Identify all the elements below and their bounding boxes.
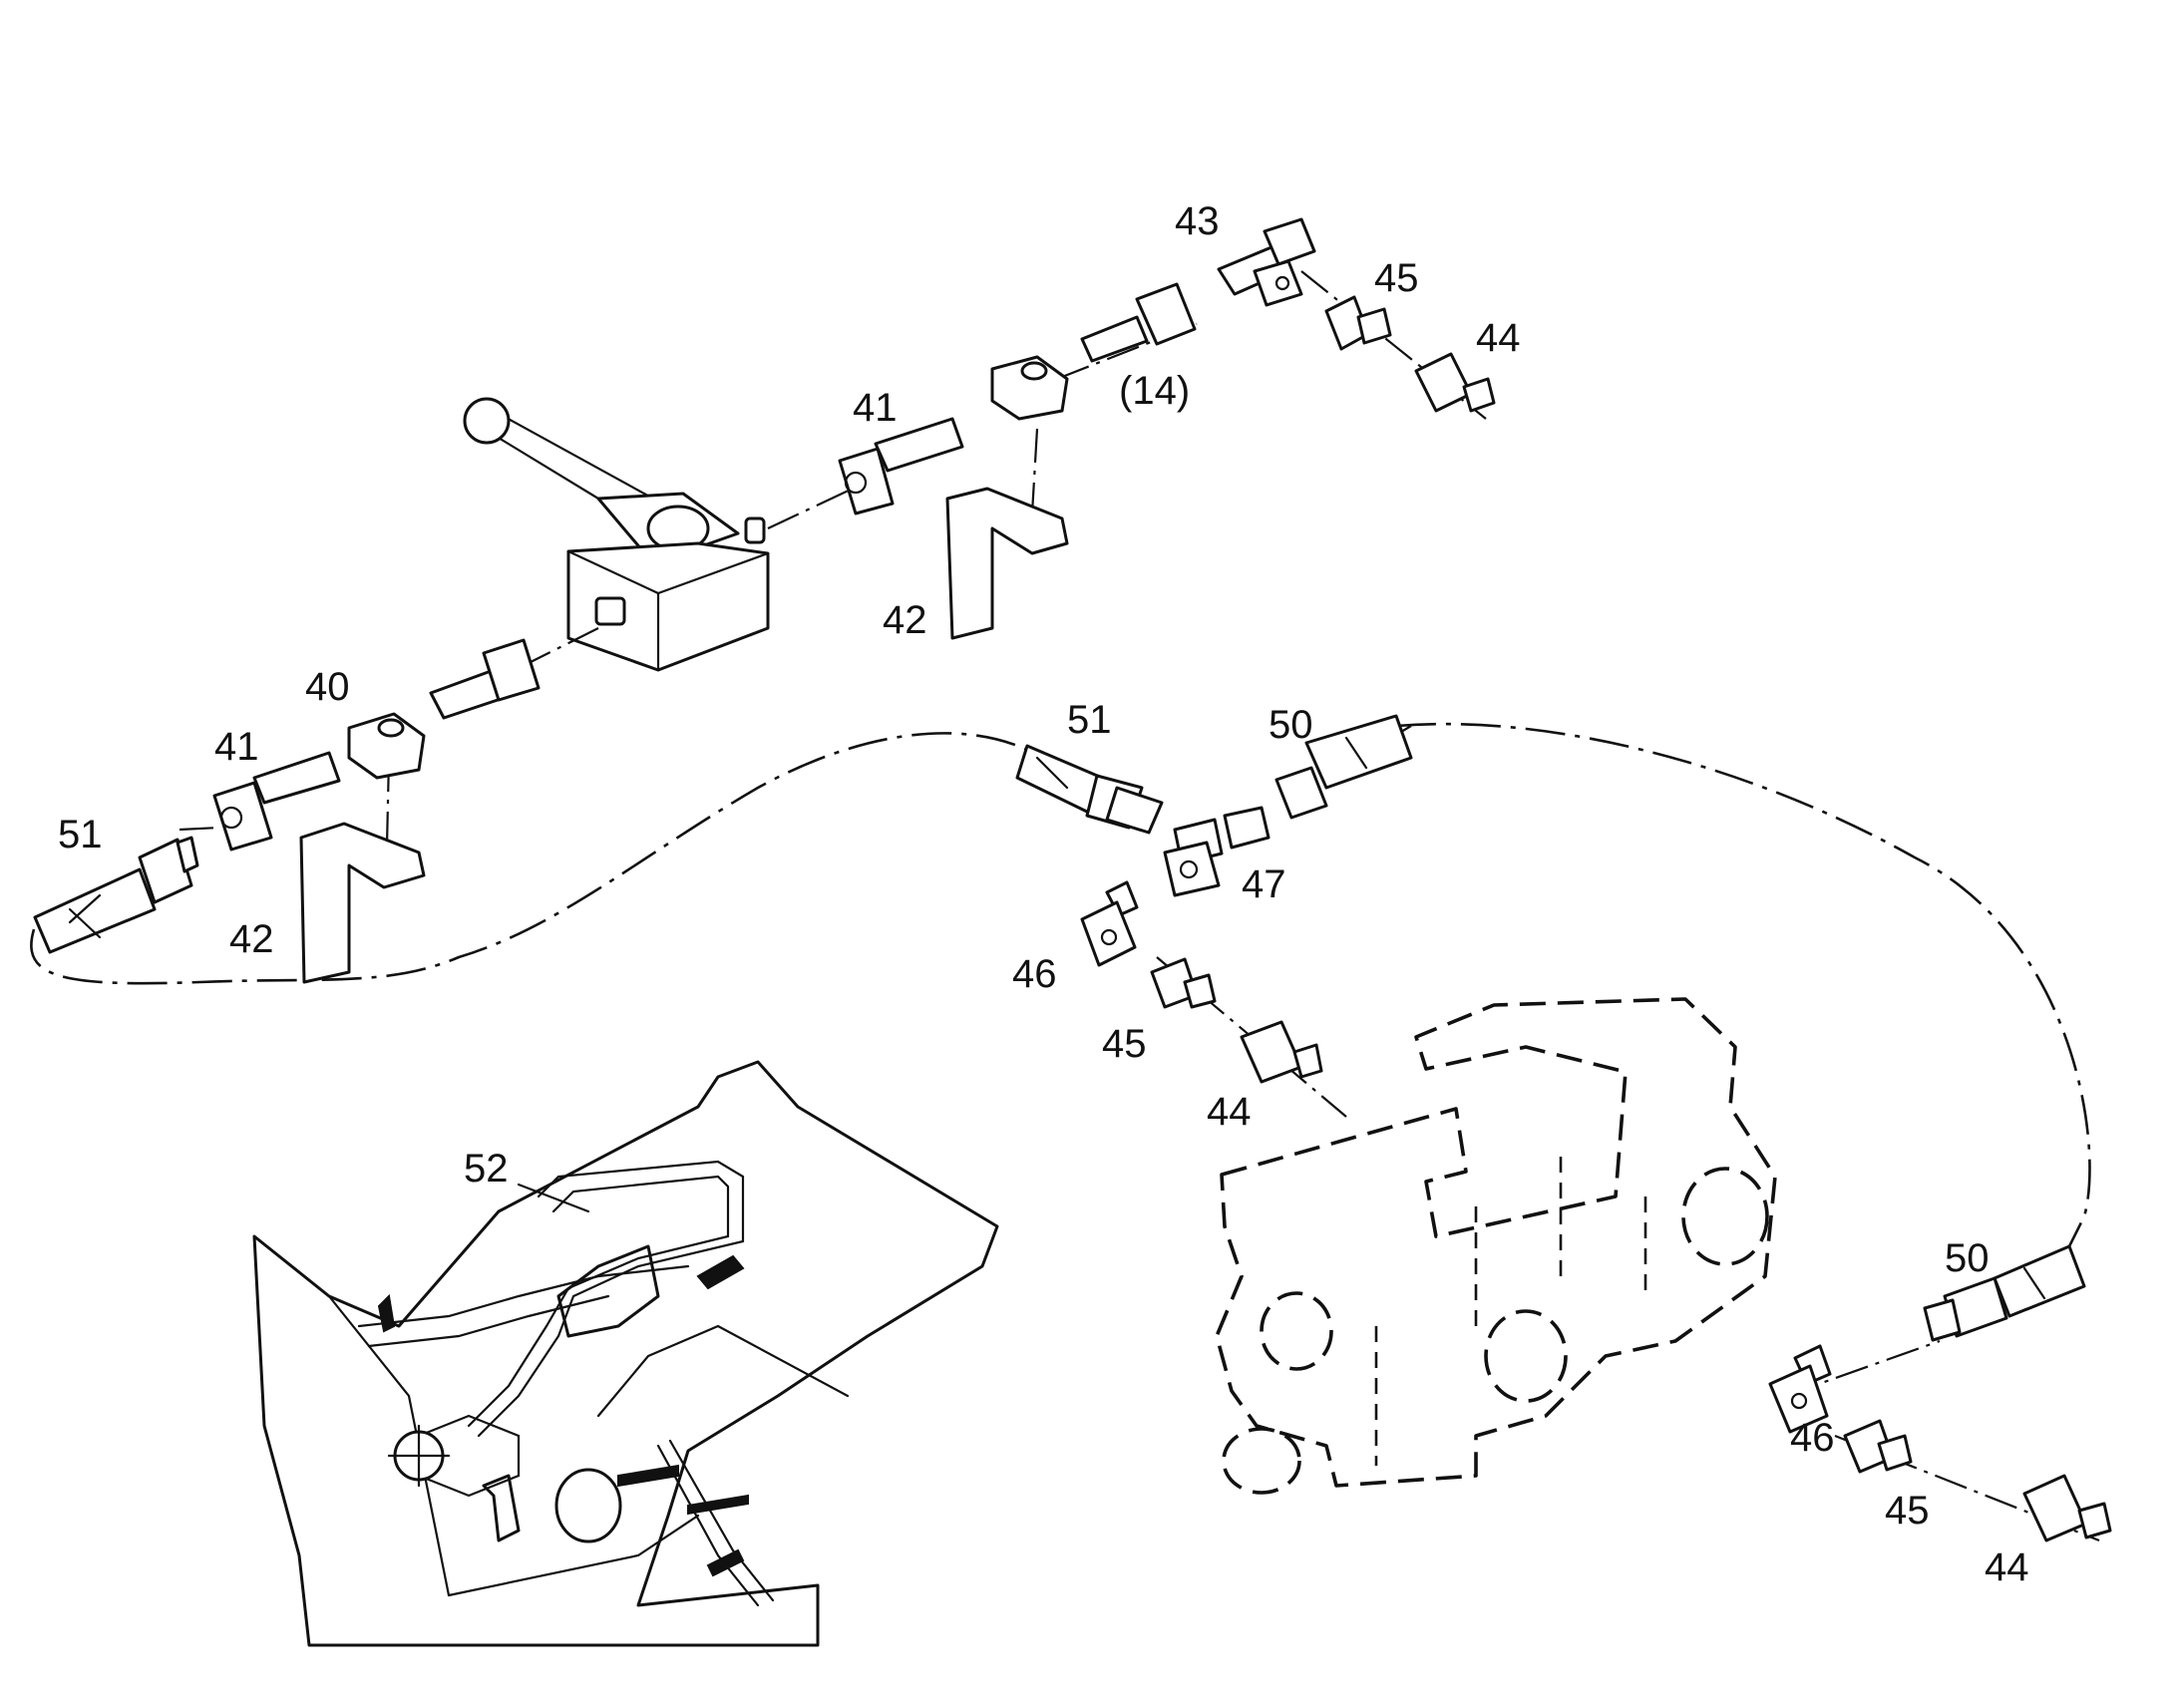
callout-left-51: 51 <box>58 813 103 856</box>
callout-left-41: 41 <box>214 725 259 769</box>
callout-mid-47: 47 <box>1242 862 1286 906</box>
fitting-45-middle <box>1150 957 1217 1009</box>
hydraulic-pump-phantom <box>1215 997 1777 1495</box>
fitting-44-upper <box>1414 352 1496 413</box>
fitting-45-upper <box>1324 295 1392 351</box>
callout-right-44: 44 <box>1985 1545 2029 1589</box>
fitting-47-elbow <box>1163 806 1271 897</box>
fitting-46-right <box>1768 1344 1832 1434</box>
callout-right-45: 45 <box>1885 1489 1930 1533</box>
hose-route-lines <box>30 722 2091 1247</box>
fitting-44-middle <box>1240 1020 1323 1084</box>
callout-top-right-43: 43 <box>1175 199 1220 243</box>
callout-top-14: (14) <box>1119 369 1190 413</box>
fitting-45-right <box>1843 1419 1913 1474</box>
callout-mid-46: 46 <box>1012 952 1057 996</box>
control-valve <box>463 397 770 672</box>
fitting-44-right <box>2022 1474 2112 1542</box>
hose-14 <box>1080 282 1197 363</box>
callout-top-42: 42 <box>883 598 927 642</box>
fitting-46-middle <box>1080 880 1139 967</box>
engine-inset <box>252 1060 999 1647</box>
callout-labels: 43 45 44 (14) 41 42 40 41 51 42 51 50 47… <box>58 199 2029 1589</box>
hose-41-upper <box>838 417 964 515</box>
hose-end-lower-valve <box>429 638 541 720</box>
callout-mid-45: 45 <box>1102 1022 1147 1066</box>
callout-top-right-45: 45 <box>1374 256 1419 300</box>
clamp-40-left <box>347 712 426 780</box>
hose-50-middle <box>1274 714 1413 820</box>
callout-mid-51: 51 <box>1067 698 1112 742</box>
hose-51-middle <box>1015 744 1164 835</box>
hose-50-right <box>1923 1244 2086 1342</box>
callout-mid-44: 44 <box>1207 1090 1252 1134</box>
callout-top-right-44: 44 <box>1476 316 1521 360</box>
bracket-42-upper <box>945 487 1069 640</box>
clamp-40-upper <box>990 355 1069 421</box>
fitting-43-tee <box>1217 217 1316 307</box>
callout-right-50: 50 <box>1945 1236 1990 1280</box>
callout-right-46: 46 <box>1790 1416 1835 1460</box>
callout-engine-52: 52 <box>464 1147 509 1191</box>
callout-left-42: 42 <box>229 917 274 961</box>
callout-top-41: 41 <box>853 386 898 430</box>
hose-41-left <box>212 751 341 852</box>
callout-left-40: 40 <box>305 665 350 709</box>
callout-mid-50: 50 <box>1269 703 1313 747</box>
hose-51-left <box>33 836 199 954</box>
bracket-42-left <box>299 822 426 984</box>
